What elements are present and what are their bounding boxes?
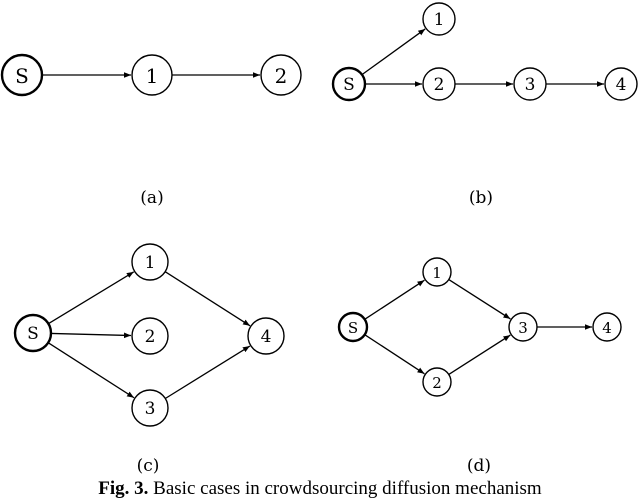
panel-b: S 1 2 3 4 (b) [331,2,638,208]
node-1: 1 [131,243,169,281]
node-label: 2 [145,327,156,347]
node-label: 4 [616,75,627,95]
node-label: 3 [518,319,528,337]
node-1: 1 [422,257,452,287]
panel-label: (c) [137,456,160,476]
node-label: 4 [602,319,612,337]
panel-c: S 1 2 3 4 (c) [13,243,285,476]
node-label: S [348,319,358,337]
node-label: 3 [145,399,156,419]
node-label: S [15,64,29,88]
edge-S-to-1 [361,28,426,76]
node-1: 1 [131,54,173,96]
node-4: 4 [592,312,622,342]
node-circle [331,66,367,102]
node-circle [131,389,169,427]
edge-S-to-1 [48,271,135,325]
node-circle [422,67,456,101]
source-node: S [331,66,367,102]
caption-prefix: Fig. 3. [98,478,149,499]
node-label: 1 [145,253,156,273]
edge-3-to-4 [164,345,251,400]
node-circle [131,317,169,355]
node-4: 4 [604,67,638,101]
source-node: S [337,311,369,343]
node-circle [592,312,622,342]
node-2: 2 [422,67,456,101]
node-circle [337,311,369,343]
node-circle [13,313,53,353]
edge-2-to-3 [448,334,511,376]
edge-S-to-2 [364,334,425,375]
node-circle [508,312,538,342]
node-2: 2 [422,367,452,397]
node-label: 2 [432,374,442,392]
figure-caption: Fig. 3. Basic cases in crowdsourcing dif… [0,478,640,500]
node-circle [422,257,452,287]
node-3: 3 [508,312,538,342]
node-4: 4 [247,317,285,355]
panel-d: S 1 2 3 4 (d) [337,257,622,476]
edge-S-to-3 [47,342,135,399]
node-label: S [27,324,39,344]
edge-1-to-3 [448,278,511,320]
node-3: 3 [513,67,547,101]
node-label: 1 [434,10,445,30]
node-circle [422,2,456,36]
caption-text: Basic cases in crowdsourcing diffusion m… [153,478,542,499]
node-circle [0,53,44,97]
node-3: 3 [131,389,169,427]
node-circle [247,317,285,355]
node-label: 2 [434,75,445,95]
panel-label: (b) [469,188,493,208]
panel-label: (a) [140,188,163,208]
edge-S-to-2 [50,332,132,339]
node-circle [260,54,302,96]
node-circle [131,243,169,281]
edge-S-to-1 [364,279,425,320]
node-label: S [343,75,355,95]
node-circle [513,67,547,101]
node-label: 3 [525,75,536,95]
node-label: 1 [432,264,442,282]
node-label: 4 [261,327,272,347]
node-2: 2 [131,317,169,355]
panel-label: (d) [467,456,491,476]
panel-a: S 1 2 (a) [0,53,302,208]
source-node: S [0,53,44,97]
node-label: 2 [275,64,288,88]
edge-1-to-4 [164,271,251,327]
source-node: S [13,313,53,353]
node-circle [131,54,173,96]
node-2: 2 [260,54,302,96]
node-1: 1 [422,2,456,36]
node-circle [604,67,638,101]
node-label: 1 [146,64,159,88]
node-circle [422,367,452,397]
